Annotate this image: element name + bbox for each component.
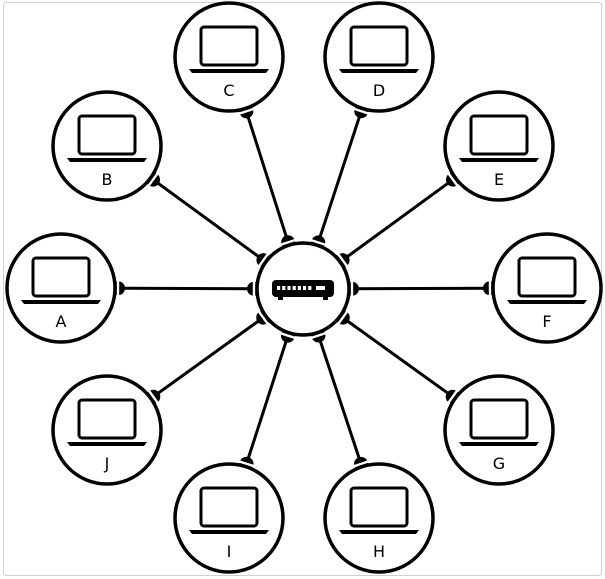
- hub-layer: [255, 241, 351, 337]
- link-hub-H: [310, 328, 369, 471]
- node-label: J: [104, 454, 110, 473]
- laptop-icon: [189, 486, 269, 534]
- computer-node-g[interactable]: G: [443, 374, 555, 486]
- cable-line: [149, 176, 268, 264]
- link-hub-E: [335, 172, 460, 268]
- cable-line: [315, 106, 364, 247]
- links-layer: [110, 104, 498, 471]
- laptop-icon: [339, 486, 419, 534]
- cable-line: [347, 286, 495, 291]
- node-label: A: [56, 312, 67, 331]
- node-label: F: [542, 312, 551, 331]
- cable-line: [149, 314, 268, 400]
- computer-node-i[interactable]: I: [173, 462, 285, 574]
- node-label: C: [223, 81, 234, 100]
- link-hub-J: [146, 310, 271, 404]
- laptop-icon: [459, 114, 539, 162]
- computer-node-h[interactable]: H: [323, 462, 435, 574]
- node-label: H: [373, 542, 385, 561]
- laptop-icon: [189, 25, 269, 73]
- computer-node-c[interactable]: C: [173, 1, 285, 113]
- laptop-icon: [21, 256, 101, 304]
- nodes-layer: A B C D E F G H I J: [5, 1, 603, 574]
- cable-line: [113, 286, 259, 291]
- computer-node-f[interactable]: F: [491, 232, 603, 344]
- network-switch-icon: [272, 280, 334, 300]
- node-label: E: [494, 170, 504, 189]
- cable-line: [243, 106, 291, 247]
- computer-node-d[interactable]: D: [323, 1, 435, 113]
- laptop-icon: [507, 256, 587, 304]
- cable-line: [338, 176, 457, 264]
- node-label: I: [227, 542, 232, 561]
- computer-node-j[interactable]: J: [51, 374, 163, 486]
- computer-node-a[interactable]: A: [5, 232, 117, 344]
- laptop-icon: [67, 114, 147, 162]
- network-hub[interactable]: [255, 241, 351, 337]
- computer-node-b[interactable]: B: [51, 90, 163, 202]
- cable-line: [315, 331, 364, 469]
- link-hub-D: [310, 104, 369, 250]
- laptop-icon: [459, 398, 539, 446]
- computer-node-e[interactable]: E: [443, 90, 555, 202]
- node-label: B: [102, 170, 113, 189]
- cable-line: [338, 314, 457, 400]
- laptop-icon: [339, 25, 419, 73]
- node-label: D: [373, 81, 385, 100]
- cable-line: [244, 331, 291, 469]
- laptop-icon: [67, 398, 147, 446]
- node-label: G: [493, 454, 505, 473]
